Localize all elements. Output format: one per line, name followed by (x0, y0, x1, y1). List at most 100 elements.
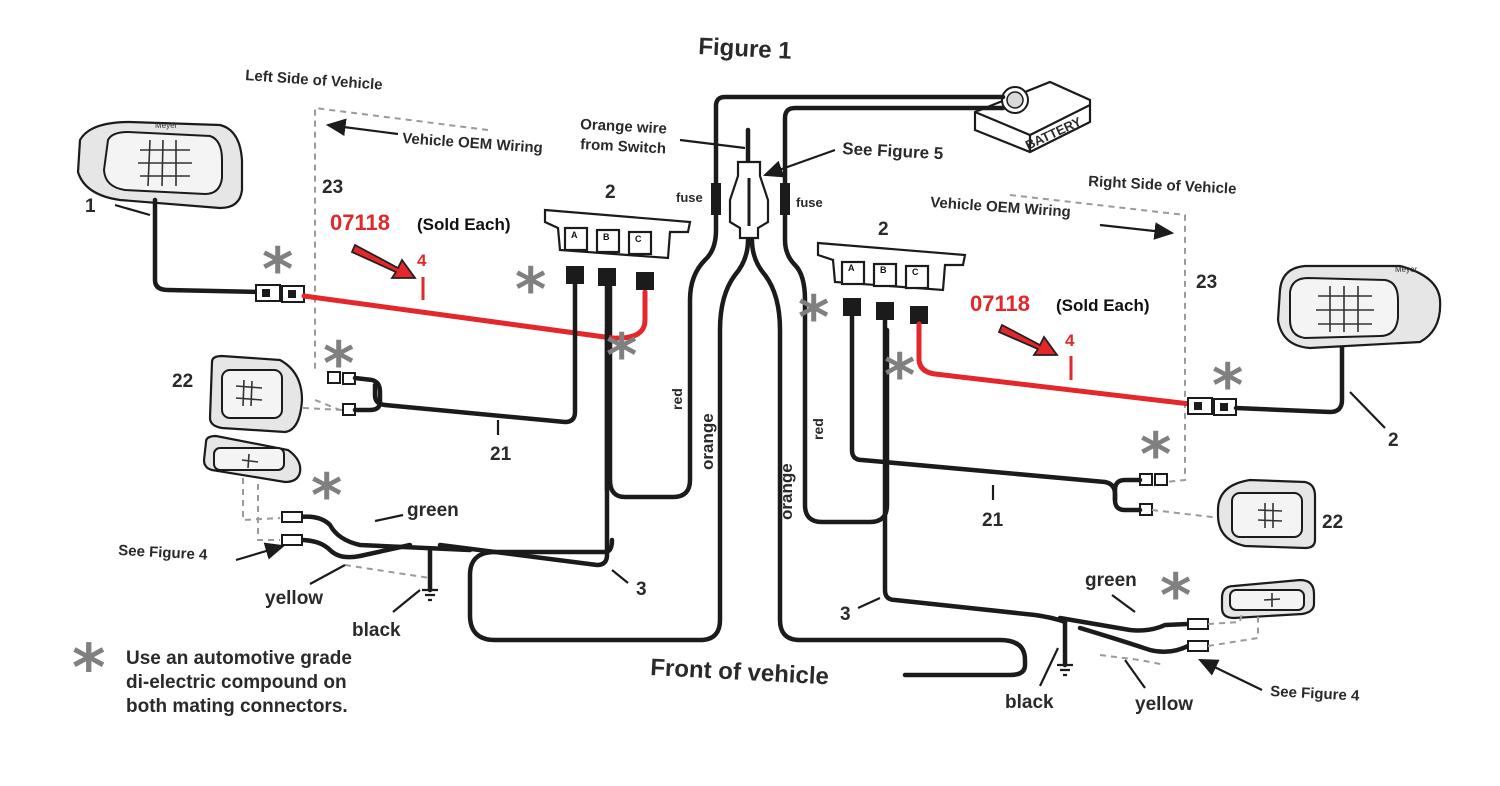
right-num-2-top: 2 (878, 219, 889, 240)
right-green-leader (1111, 594, 1136, 613)
right-plug-a (843, 298, 861, 316)
left-plug-c (636, 272, 654, 290)
figure-title: Figure 1 (698, 33, 793, 65)
left-oem-label: Vehicle OEM Wiring (402, 130, 544, 157)
right-asterisk-red: * (884, 341, 915, 411)
left-num-23: 23 (322, 177, 343, 198)
see-figure-5: See Figure 5 (842, 139, 944, 163)
right-pigtail-dash-2 (1207, 615, 1259, 647)
right-oem-pin-2 (1154, 473, 1168, 486)
left-pigtail-dash-3 (344, 564, 431, 579)
right-num-21: 21 (982, 510, 1004, 531)
right-num-23: 23 (1196, 272, 1217, 293)
right-fuse-label: fuse (796, 195, 823, 210)
left-orange-label: orange (698, 413, 717, 470)
right-connector-block: A B C (816, 241, 967, 292)
right-oem-boundary (1009, 194, 1186, 483)
right-num-3-leader (857, 596, 881, 610)
right-sold-note: (Sold Each) (1056, 296, 1150, 315)
left-lamp-leader (114, 203, 151, 217)
note-asterisk: * (72, 632, 105, 706)
left-yellow-label: yellow (265, 588, 323, 609)
left-asterisk-pigtail: * (311, 461, 342, 531)
orange-wire-center-right (749, 237, 1028, 678)
right-lamp-brand: Meyer (1395, 265, 1418, 274)
left-headlight-wire (352, 375, 383, 413)
right-lamp-leader (1349, 391, 1386, 429)
right-sold-part: 07118 (970, 291, 1030, 316)
right-num-22: 22 (1322, 512, 1343, 533)
right-black-label: black (1005, 692, 1054, 713)
right-asterisk-block: * (798, 283, 829, 353)
left-sold-part: 07118 (330, 210, 390, 235)
right-orange-label: orange (777, 463, 796, 520)
see-figure-5-arrow (762, 148, 836, 178)
right-headlight-wire (1112, 477, 1143, 513)
right-black-leader (1039, 647, 1059, 687)
left-pigtail-2 (297, 537, 413, 560)
left-see-figure-4: See Figure 4 (118, 542, 209, 564)
right-pigtail-conn-2 (1187, 640, 1209, 652)
left-plug-b (598, 268, 616, 286)
left-asterisk-lamp: * (262, 235, 293, 305)
right-turn-signal (1220, 578, 1316, 620)
left-num-4: 4 (417, 251, 427, 270)
right-headlight (1216, 478, 1317, 550)
right-asterisk-lamp: * (1212, 351, 1243, 421)
orange-wire-leader (679, 138, 746, 150)
note-line-1: Use an automotive grade (126, 648, 352, 669)
right-oem-arrow (1099, 222, 1175, 240)
left-num-1: 1 (85, 196, 96, 217)
left-headlight-dash (302, 407, 344, 411)
left-wire-b-down (437, 327, 610, 568)
right-pigtail-1 (1057, 615, 1191, 633)
left-red-harness-up (609, 289, 648, 341)
left-pigtail-1 (297, 514, 473, 553)
right-see-figure-4: See Figure 4 (1270, 683, 1361, 705)
left-pin-b: B (603, 232, 610, 242)
battery-wire-right (782, 105, 1006, 525)
left-lamp-brand: Meyer (155, 121, 178, 130)
left-plug-a (566, 266, 584, 284)
left-num-2: 2 (605, 182, 616, 203)
left-oem-arrow (325, 118, 399, 136)
left-asterisk-block: * (515, 255, 546, 325)
right-headlight-dash (1151, 509, 1221, 519)
left-yellow-leader (309, 564, 346, 585)
left-fuse (711, 183, 721, 215)
left-pigtail-dash-1 (242, 478, 281, 522)
left-pin-a: A (571, 230, 578, 240)
left-oem-pin-1 (327, 371, 341, 384)
left-oem-boundary (314, 106, 489, 411)
right-oem-label: Vehicle OEM Wiring (930, 194, 1072, 221)
left-asterisk-oem: * (323, 329, 354, 399)
left-num-22: 22 (172, 371, 193, 392)
left-green-label: green (407, 500, 459, 521)
front-of-vehicle: Front of vehicle (650, 654, 830, 690)
note-line-3: both mating connectors. (126, 696, 348, 717)
right-asterisk-oem: * (1140, 420, 1171, 490)
right-lamp-connector (1187, 397, 1237, 416)
left-ground-symbol (422, 588, 438, 602)
battery: BATTERY (973, 80, 1092, 154)
left-pin-c: C (635, 234, 642, 244)
left-see-fig-4-arrow (235, 542, 286, 562)
battery-wire-left (607, 94, 1006, 500)
right-plow-lamp: Meyer (1276, 264, 1442, 350)
right-pigtail-2 (1077, 625, 1191, 655)
left-green-leader (374, 513, 404, 523)
right-pin-b: B (880, 265, 887, 275)
right-ground-symbol (1057, 663, 1073, 677)
right-side-label: Right Side of Vehicle (1088, 173, 1237, 198)
right-num-3: 3 (840, 604, 851, 625)
right-pin-a: A (848, 263, 855, 273)
left-black-label: black (352, 620, 401, 641)
left-sold-note: (Sold Each) (417, 215, 511, 234)
right-see-fig-4-arrow (1198, 659, 1263, 691)
left-connector-block: A B C (543, 208, 692, 260)
left-red-harness (301, 293, 615, 341)
right-plug-b (876, 302, 894, 320)
right-num-4: 4 (1065, 331, 1075, 350)
left-fuse-label: fuse (676, 190, 703, 205)
